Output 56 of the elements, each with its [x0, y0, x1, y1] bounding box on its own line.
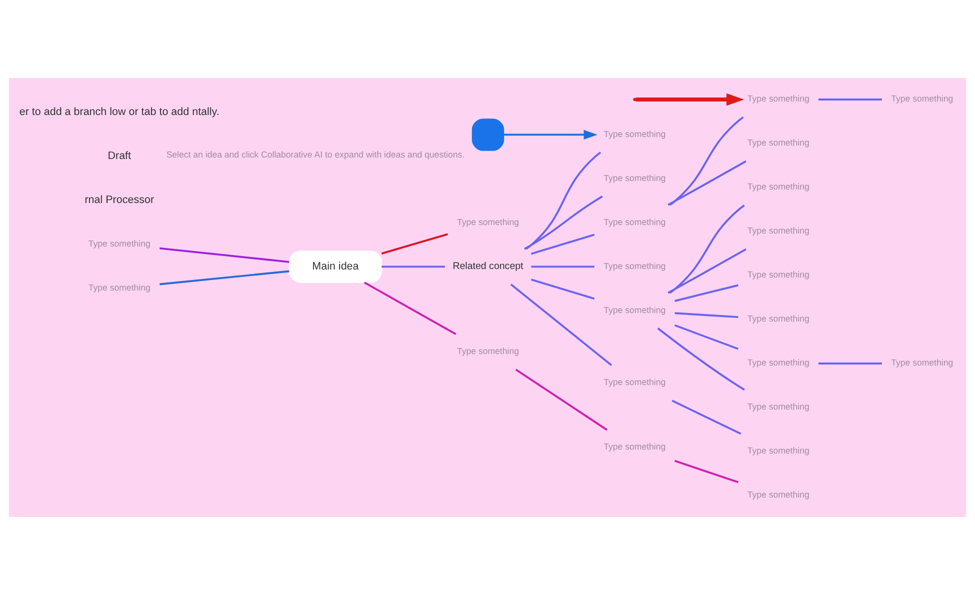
connector — [510, 283, 612, 366]
connector — [364, 281, 456, 334]
node-text: Type something — [88, 282, 150, 292]
node-text: Type something — [604, 260, 666, 270]
arrow — [636, 92, 744, 106]
connector — [668, 160, 746, 206]
node-box — [472, 118, 504, 150]
connector — [669, 116, 744, 206]
connector — [674, 284, 738, 302]
connector — [531, 265, 594, 268]
connector — [674, 312, 738, 318]
node-text: Type something — [747, 181, 810, 192]
node-text: Type something — [456, 216, 519, 226]
node-text: Type something — [747, 269, 810, 280]
node-text: Type something — [604, 376, 666, 387]
connector — [818, 98, 882, 100]
connector — [657, 327, 745, 390]
node-text: Type something — [747, 489, 810, 500]
node-text: Type something — [604, 304, 666, 314]
connector — [668, 248, 746, 294]
node-text: Type something — [604, 216, 666, 226]
connector — [160, 246, 290, 262]
connector — [524, 195, 603, 250]
node-text: Type something — [604, 128, 666, 138]
node-text: Type something — [747, 137, 810, 148]
connector — [818, 362, 882, 364]
node-text: Type something — [747, 357, 810, 368]
connector — [530, 233, 595, 254]
node-text: Type something — [747, 93, 810, 104]
node-text: Type something — [604, 172, 666, 182]
node-text: Type something — [891, 93, 954, 104]
node-text: Type something — [747, 445, 810, 456]
arrow — [504, 129, 598, 139]
label: rnal Processor — [84, 193, 154, 206]
connector — [672, 399, 742, 434]
node-text: Type something — [747, 313, 810, 324]
node-text: Type something — [747, 401, 810, 412]
connector — [382, 265, 445, 268]
connector — [674, 324, 738, 350]
node-text: Related concept — [452, 260, 524, 272]
node-text: Type something — [456, 345, 519, 356]
connector — [515, 368, 608, 430]
node-label: Select an idea and click Collaborative AI to expand with ideas and questions. — [166, 148, 465, 159]
label: Draft — [108, 149, 132, 162]
connector — [381, 232, 448, 254]
node-text: Type something — [604, 441, 666, 452]
node-text: Type something — [891, 357, 954, 368]
node-text: Type something — [747, 225, 810, 236]
connector — [526, 151, 602, 250]
connector — [674, 459, 738, 483]
node-text: Type something — [88, 238, 150, 248]
label: er to add a branch low or tab to add ntally. — [19, 105, 220, 118]
node-box: Main idea — [289, 250, 382, 282]
connector — [530, 278, 595, 300]
connector — [160, 270, 290, 285]
connector — [669, 204, 745, 294]
